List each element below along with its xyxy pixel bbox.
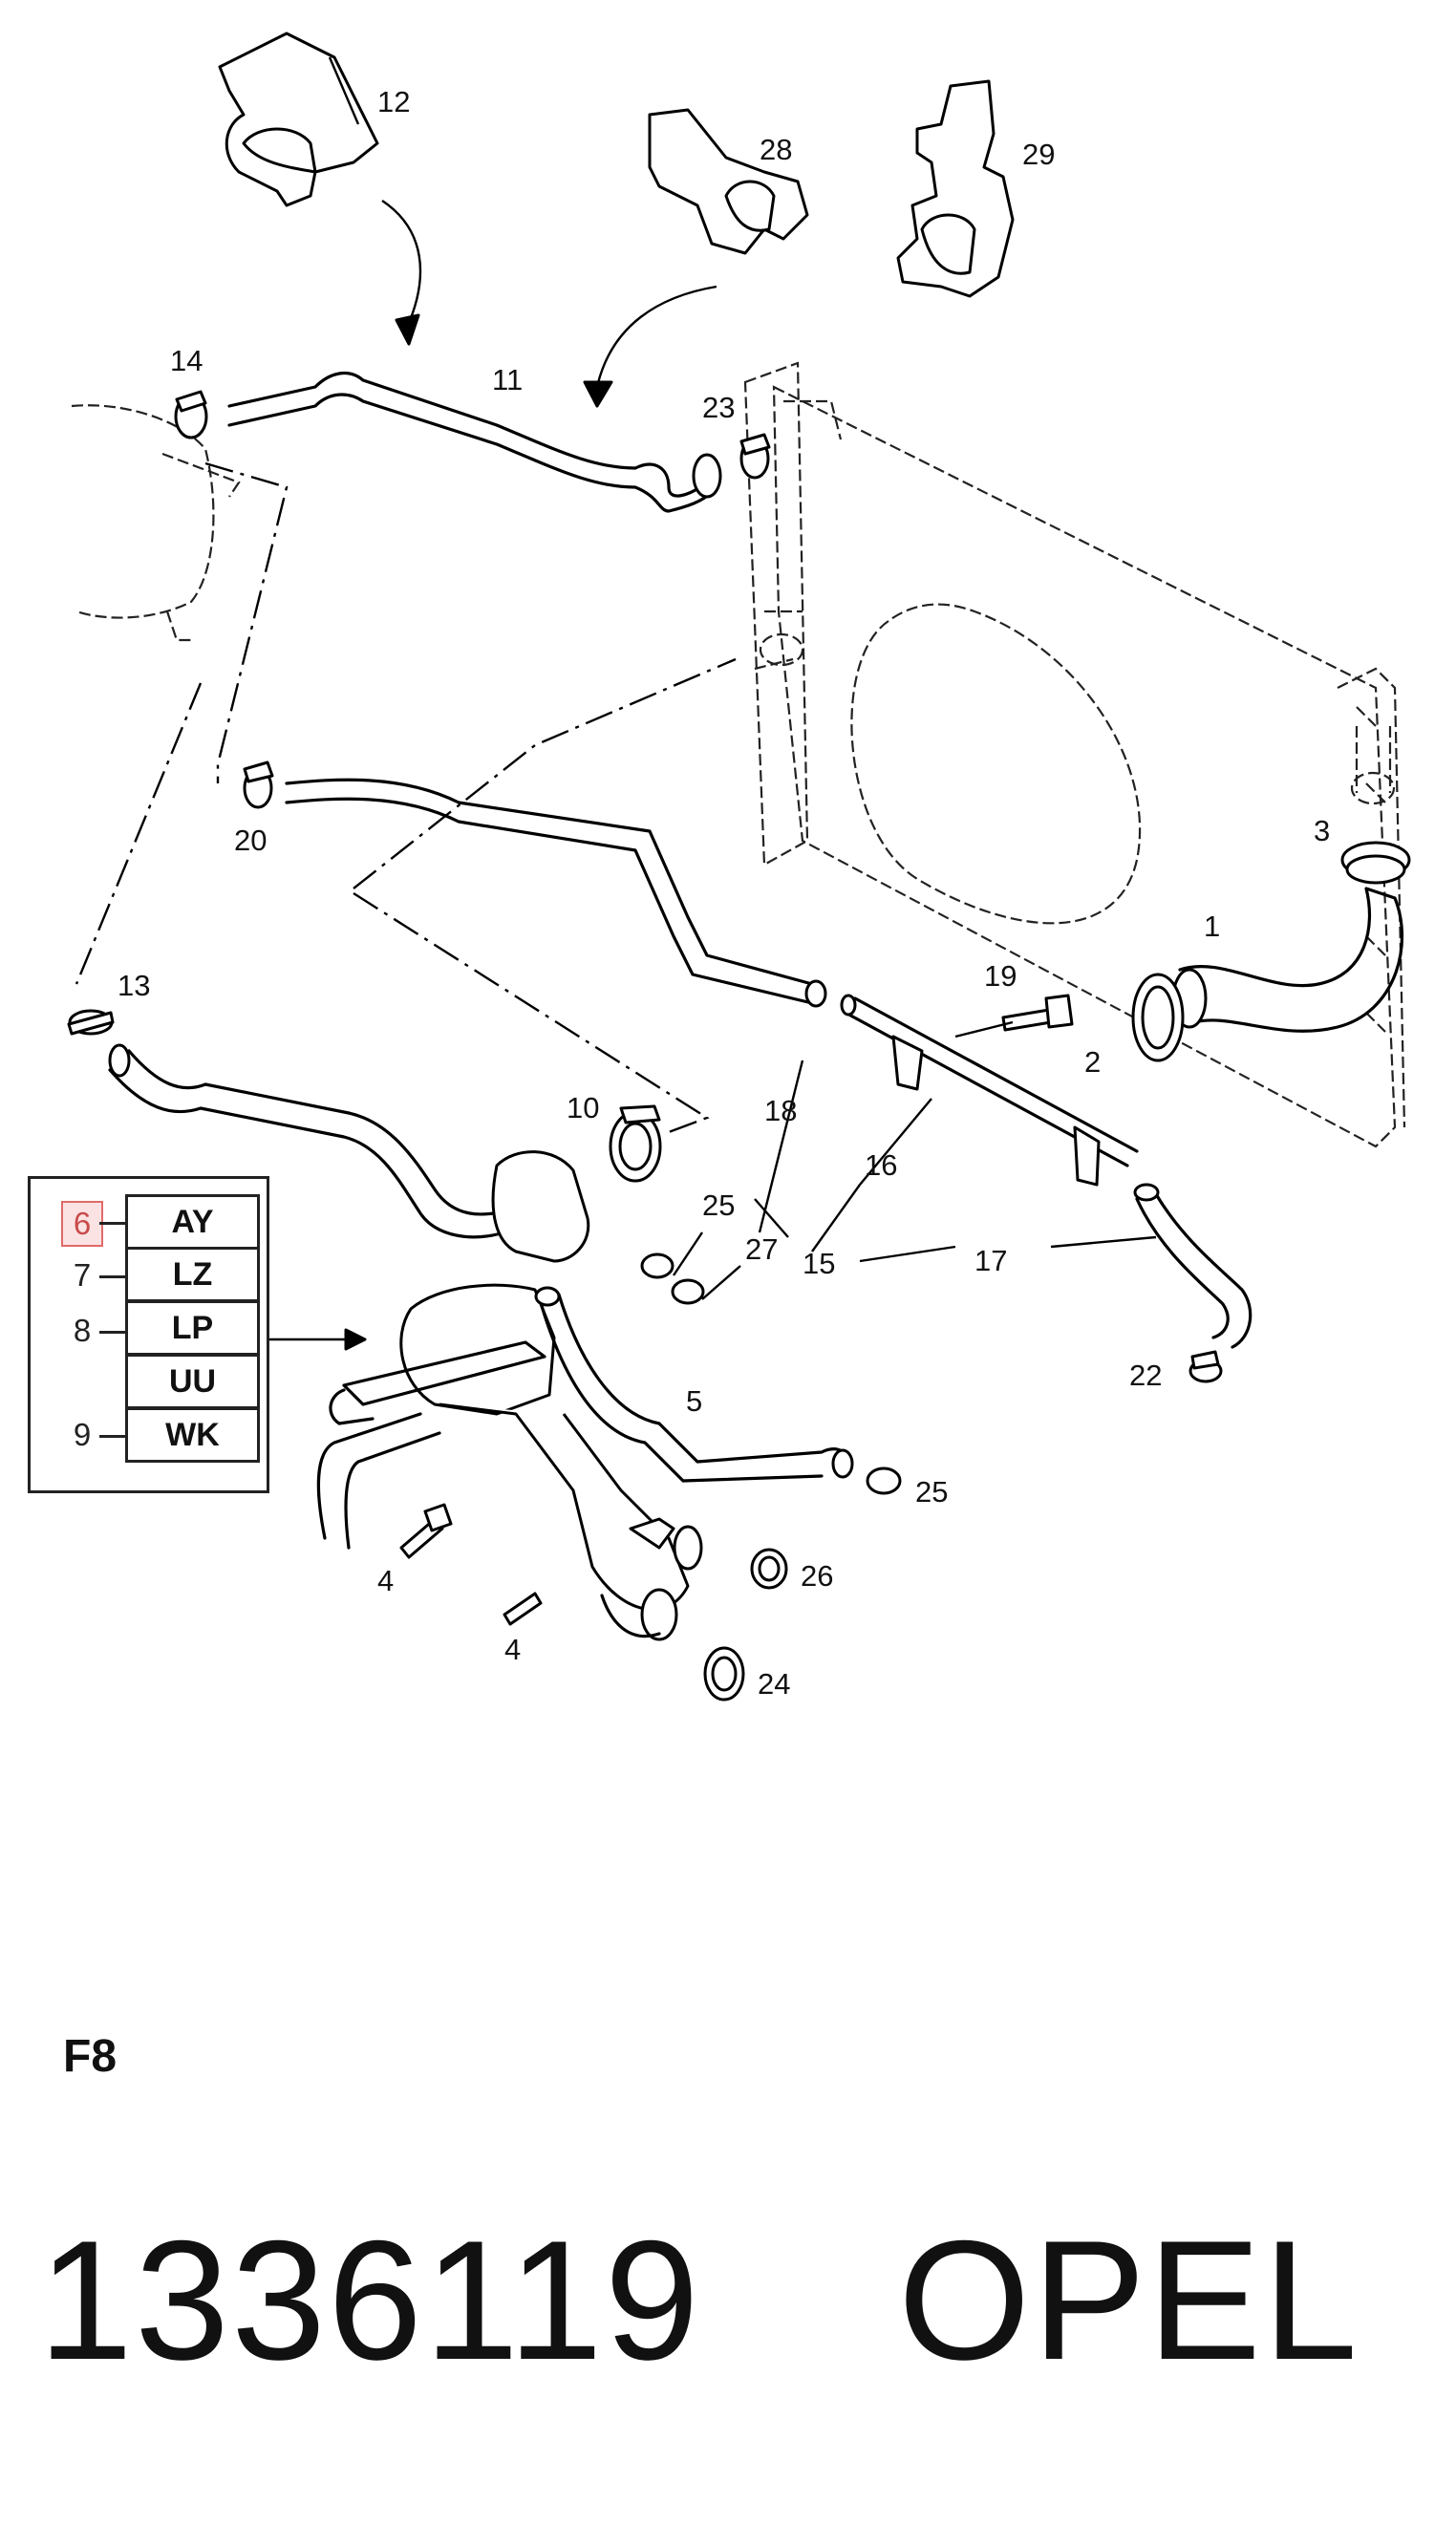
clamp-2 (1131, 973, 1185, 1062)
brand-name: OPEL (898, 2205, 1360, 2395)
callout-10: 5 (686, 1384, 702, 1418)
callout-11: 10 (567, 1091, 599, 1124)
callout-22: 22 (1129, 1359, 1162, 1392)
callout-4: 4 (504, 1633, 521, 1666)
callout-15: 14 (170, 344, 203, 377)
callout-26: 26 (801, 1559, 833, 1593)
thermostat-housing (316, 1150, 703, 1641)
callout-12: 11 (492, 363, 523, 396)
hose-12 (227, 371, 722, 513)
variant-code-cell: WK (125, 1407, 260, 1463)
clamp-23 (739, 433, 771, 480)
variant-item-number: 8 (73, 1313, 92, 1348)
callout-24: 24 (758, 1667, 790, 1701)
clamp-27 (671, 1278, 705, 1305)
clamp-21 (243, 760, 274, 809)
callout-3: 3 (1314, 814, 1330, 847)
callout-19: 18 (764, 1094, 797, 1127)
stud-4 (503, 1592, 543, 1626)
radiator-ghost (743, 361, 1406, 1148)
callout-28: 28 (760, 133, 792, 166)
callout-27: 27 (745, 1232, 778, 1266)
variant-tick (99, 1435, 125, 1438)
clamp-11 (609, 1104, 662, 1183)
assembly-lines (75, 461, 737, 1134)
callout-20: 19 (984, 959, 1017, 993)
clamp-25a (640, 1252, 674, 1279)
callout-13: 12 (377, 85, 410, 118)
variant-tick (99, 1222, 125, 1225)
part-number: 1336119 (38, 2205, 701, 2395)
clamp-22 (1188, 1350, 1223, 1383)
callout-5: 4 (377, 1564, 394, 1597)
hose-19 (285, 778, 827, 1008)
clamp-15 (174, 390, 208, 439)
callout-labels: 12 28 29 14 11 23 3 20 1 19 13 2 10 18 1… (118, 85, 1330, 1701)
figure-label: F8 (63, 2031, 118, 2082)
callout-2: 2 (1084, 1045, 1101, 1079)
callout-16: 15 (803, 1247, 835, 1280)
clip-13 (218, 32, 379, 207)
exploded-parts-diagram: 12 28 29 14 11 23 3 20 1 19 13 2 10 18 1… (67, 32, 1411, 1702)
variant-code-cell: LZ (125, 1247, 260, 1302)
callout-18: 17 (974, 1244, 1007, 1277)
callout-25b: 25 (915, 1475, 948, 1509)
variant-item-number: 6 (61, 1201, 103, 1247)
variant-code-cell: AY (125, 1194, 260, 1250)
pipe-17 (840, 994, 1139, 1187)
callout-17: 16 (865, 1148, 897, 1182)
callout-25a: 25 (702, 1188, 735, 1222)
variant-tick (99, 1331, 125, 1334)
variant-code-cell: LP (125, 1300, 260, 1356)
expansion-tank-ghost (71, 404, 241, 642)
hose-14 (108, 1043, 518, 1239)
variant-item-number: 7 (73, 1257, 92, 1293)
clip-28 (648, 108, 809, 255)
callout-1: 1 (1204, 910, 1220, 943)
variant-tick (99, 1275, 125, 1278)
bolt-5 (399, 1503, 453, 1559)
clamp-14 (67, 1009, 115, 1036)
clip-29 (896, 79, 1015, 298)
callout-29: 29 (1022, 138, 1055, 171)
callout-23: 23 (702, 391, 735, 424)
bolt-20 (1001, 994, 1074, 1032)
variant-code-table: 6 AY 7 LZ 8 LP UU 9 WK (28, 1176, 269, 1493)
clamp-24 (703, 1646, 745, 1702)
clamp-25b (866, 1466, 902, 1495)
clamp-3 (1340, 841, 1411, 885)
hose-10 (534, 1286, 854, 1483)
variant-code-cell: UU (125, 1354, 260, 1409)
leader-lines (269, 1020, 1157, 1351)
clamp-26 (750, 1548, 788, 1590)
variant-item-number: 9 (73, 1417, 92, 1452)
hose-18 (1133, 1183, 1253, 1349)
callout-21: 20 (234, 824, 267, 857)
callout-14: 13 (118, 969, 150, 1002)
